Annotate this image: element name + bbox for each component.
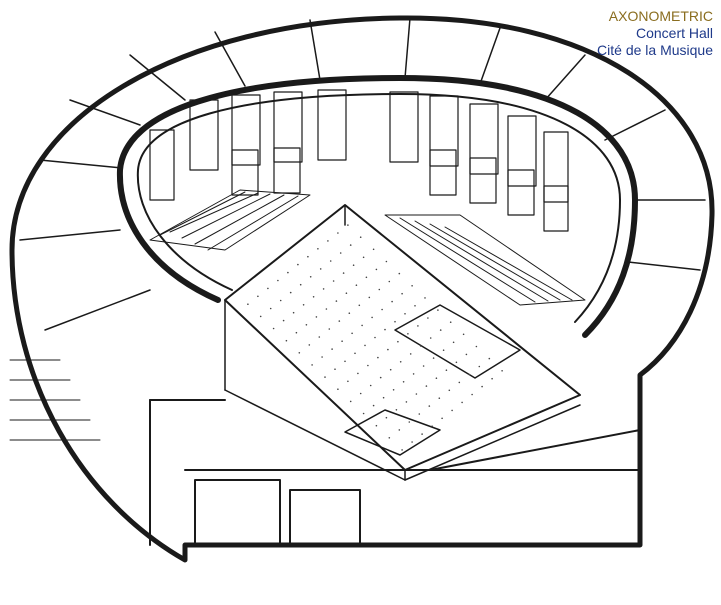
ring-divisions	[19, 17, 706, 331]
central-floor	[224, 204, 581, 471]
inner-ring-2	[136, 93, 621, 323]
stage-platform-1	[394, 304, 521, 379]
right-seating	[384, 214, 586, 306]
outer-shell	[9, 15, 715, 563]
floor-walls	[224, 204, 581, 481]
section-cut	[149, 399, 641, 546]
left-stairs	[9, 359, 101, 441]
left-seating	[149, 189, 311, 251]
floor-dots	[247, 224, 503, 451]
caption: AXONOMETRIC Concert Hall Cité de la Musi…	[597, 8, 713, 59]
back-wall-bays	[149, 89, 569, 232]
inner-ring	[116, 75, 638, 338]
caption-title: AXONOMETRIC	[608, 8, 713, 24]
caption-location: Cité de la Musique	[597, 42, 713, 58]
stage-platform-2	[344, 409, 441, 456]
caption-subtitle: Concert Hall	[635, 25, 713, 41]
